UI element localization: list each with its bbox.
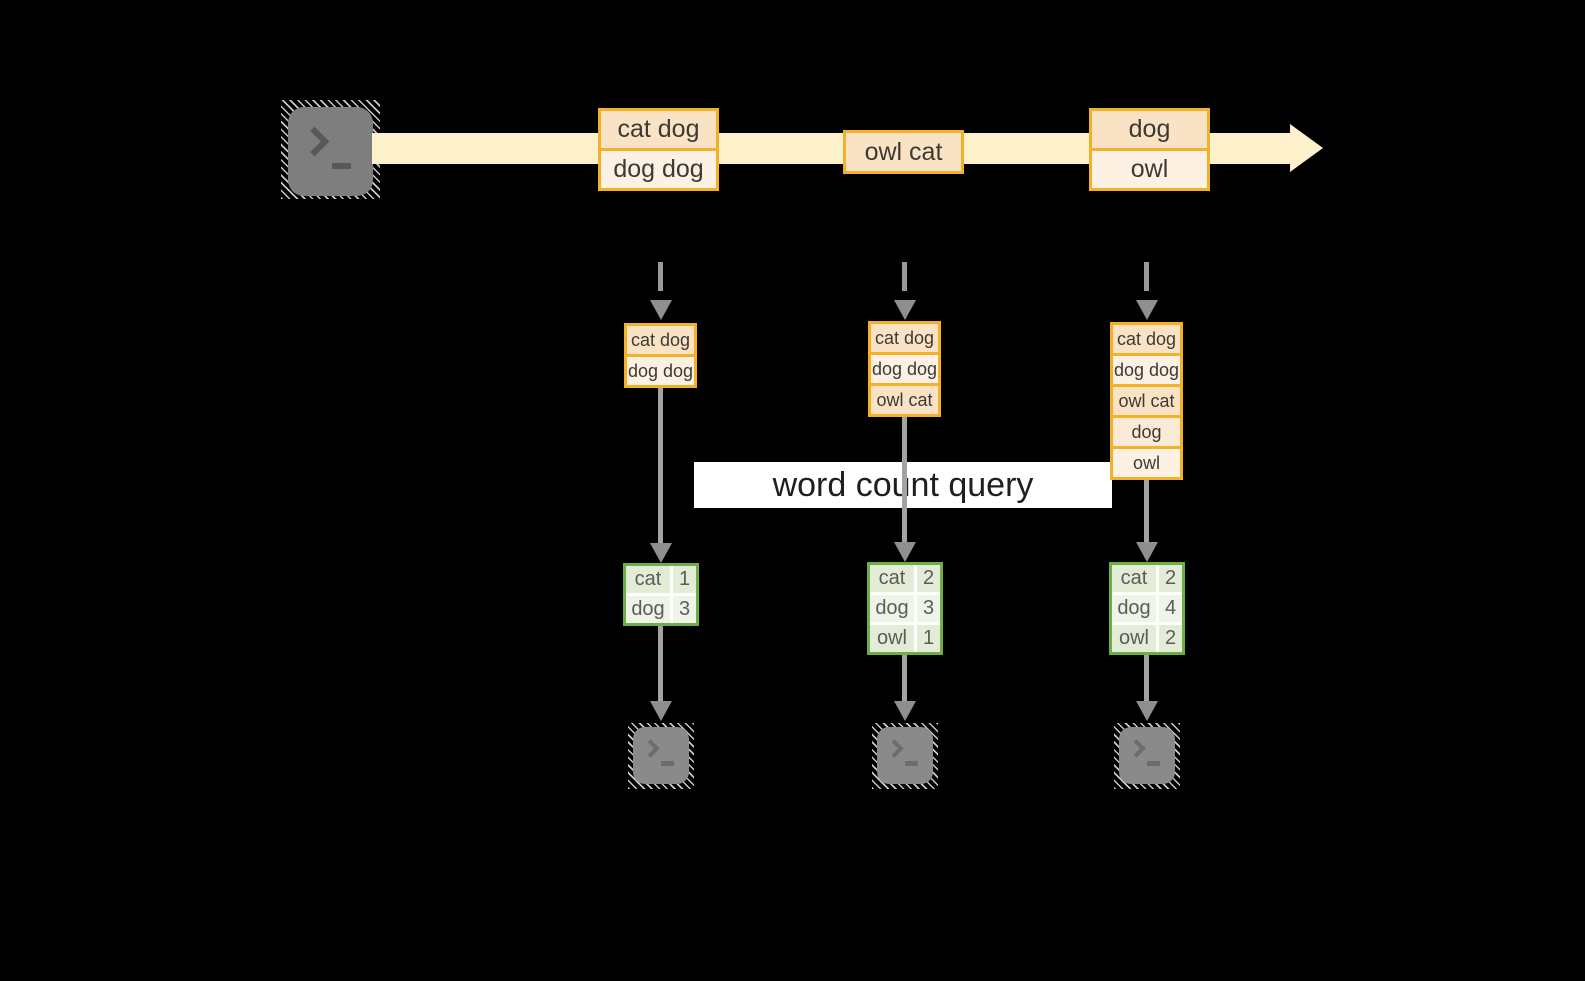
arrow-line [1144, 655, 1149, 702]
dashed-arrow-line [658, 262, 663, 291]
word-cell: dog [1112, 595, 1156, 622]
event-cell: owl cat [846, 133, 961, 171]
event-cell: dog [1092, 111, 1207, 148]
arrowhead-icon [894, 300, 916, 320]
state-box-2: cat dog dog dog owl cat [868, 321, 941, 417]
arrowhead-icon [650, 300, 672, 320]
prompt-underscore-icon [332, 163, 351, 169]
arrow-line [902, 655, 907, 702]
arrowhead-icon [650, 543, 672, 563]
dashed-arrow-line [1144, 262, 1149, 291]
arrowhead-icon [1136, 300, 1158, 320]
event-cell: dog dog [601, 151, 716, 188]
dashed-arrow-line [902, 262, 907, 291]
count-cell: 3 [673, 596, 696, 623]
arrowhead-icon [1136, 542, 1158, 562]
count-table-3: cat 2 dog 4 owl 2 [1109, 562, 1185, 655]
word-cell: cat [626, 566, 670, 593]
arrow-line [1144, 480, 1149, 544]
count-table-2: cat 2 dog 3 owl 1 [867, 562, 943, 655]
word-cell: cat [1112, 565, 1156, 592]
prompt-chevron-icon [299, 126, 330, 157]
stream-batch-3: dog owl [1089, 108, 1210, 191]
stream-batch-1: cat dog dog dog [598, 108, 719, 191]
arrowhead-icon [894, 701, 916, 721]
count-cell: 2 [1159, 565, 1182, 592]
arrowhead-icon [894, 542, 916, 562]
word-cell: cat [870, 565, 914, 592]
state-event-cell: dog dog [871, 355, 938, 383]
word-cell: owl [1112, 625, 1156, 652]
count-cell: 1 [917, 625, 940, 652]
prompt-chevron-icon [1127, 739, 1146, 758]
count-table-1: cat 1 dog 3 [623, 563, 699, 626]
count-cell: 2 [1159, 625, 1182, 652]
state-event-cell: owl [1113, 449, 1180, 477]
terminal-prompt-icon [633, 727, 689, 784]
event-cell: cat dog [601, 111, 716, 148]
arrow-line [658, 388, 663, 545]
arrowhead-icon [1136, 701, 1158, 721]
prompt-underscore-icon [1147, 761, 1160, 766]
word-cell: owl [870, 625, 914, 652]
terminal-prompt-icon [288, 107, 373, 196]
count-cell: 2 [917, 565, 940, 592]
event-cell: owl [1092, 151, 1207, 188]
stream-arrowhead-icon [1290, 124, 1323, 172]
count-cell: 4 [1159, 595, 1182, 622]
state-event-cell: cat dog [871, 324, 938, 352]
state-event-cell: owl cat [1113, 387, 1180, 415]
terminal-prompt-icon [877, 727, 933, 784]
count-cell: 3 [917, 595, 940, 622]
word-cell: dog [870, 595, 914, 622]
terminal-prompt-icon [1119, 727, 1175, 784]
state-event-cell: dog dog [627, 357, 694, 385]
state-box-3: cat dog dog dog owl cat dog owl [1110, 322, 1183, 480]
count-cell: 1 [673, 566, 696, 593]
prompt-chevron-icon [885, 739, 904, 758]
word-cell: dog [626, 596, 670, 623]
arrowhead-icon [650, 701, 672, 721]
prompt-underscore-icon [905, 761, 918, 766]
state-event-cell: cat dog [627, 326, 694, 354]
state-box-1: cat dog dog dog [624, 323, 697, 388]
prompt-underscore-icon [661, 761, 674, 766]
state-event-cell: dog [1113, 418, 1180, 446]
stream-batch-2: owl cat [843, 130, 964, 174]
arrow-line [658, 626, 663, 702]
prompt-chevron-icon [641, 739, 660, 758]
arrow-line [902, 417, 907, 544]
state-event-cell: owl cat [871, 386, 938, 414]
state-event-cell: cat dog [1113, 325, 1180, 353]
state-event-cell: dog dog [1113, 356, 1180, 384]
